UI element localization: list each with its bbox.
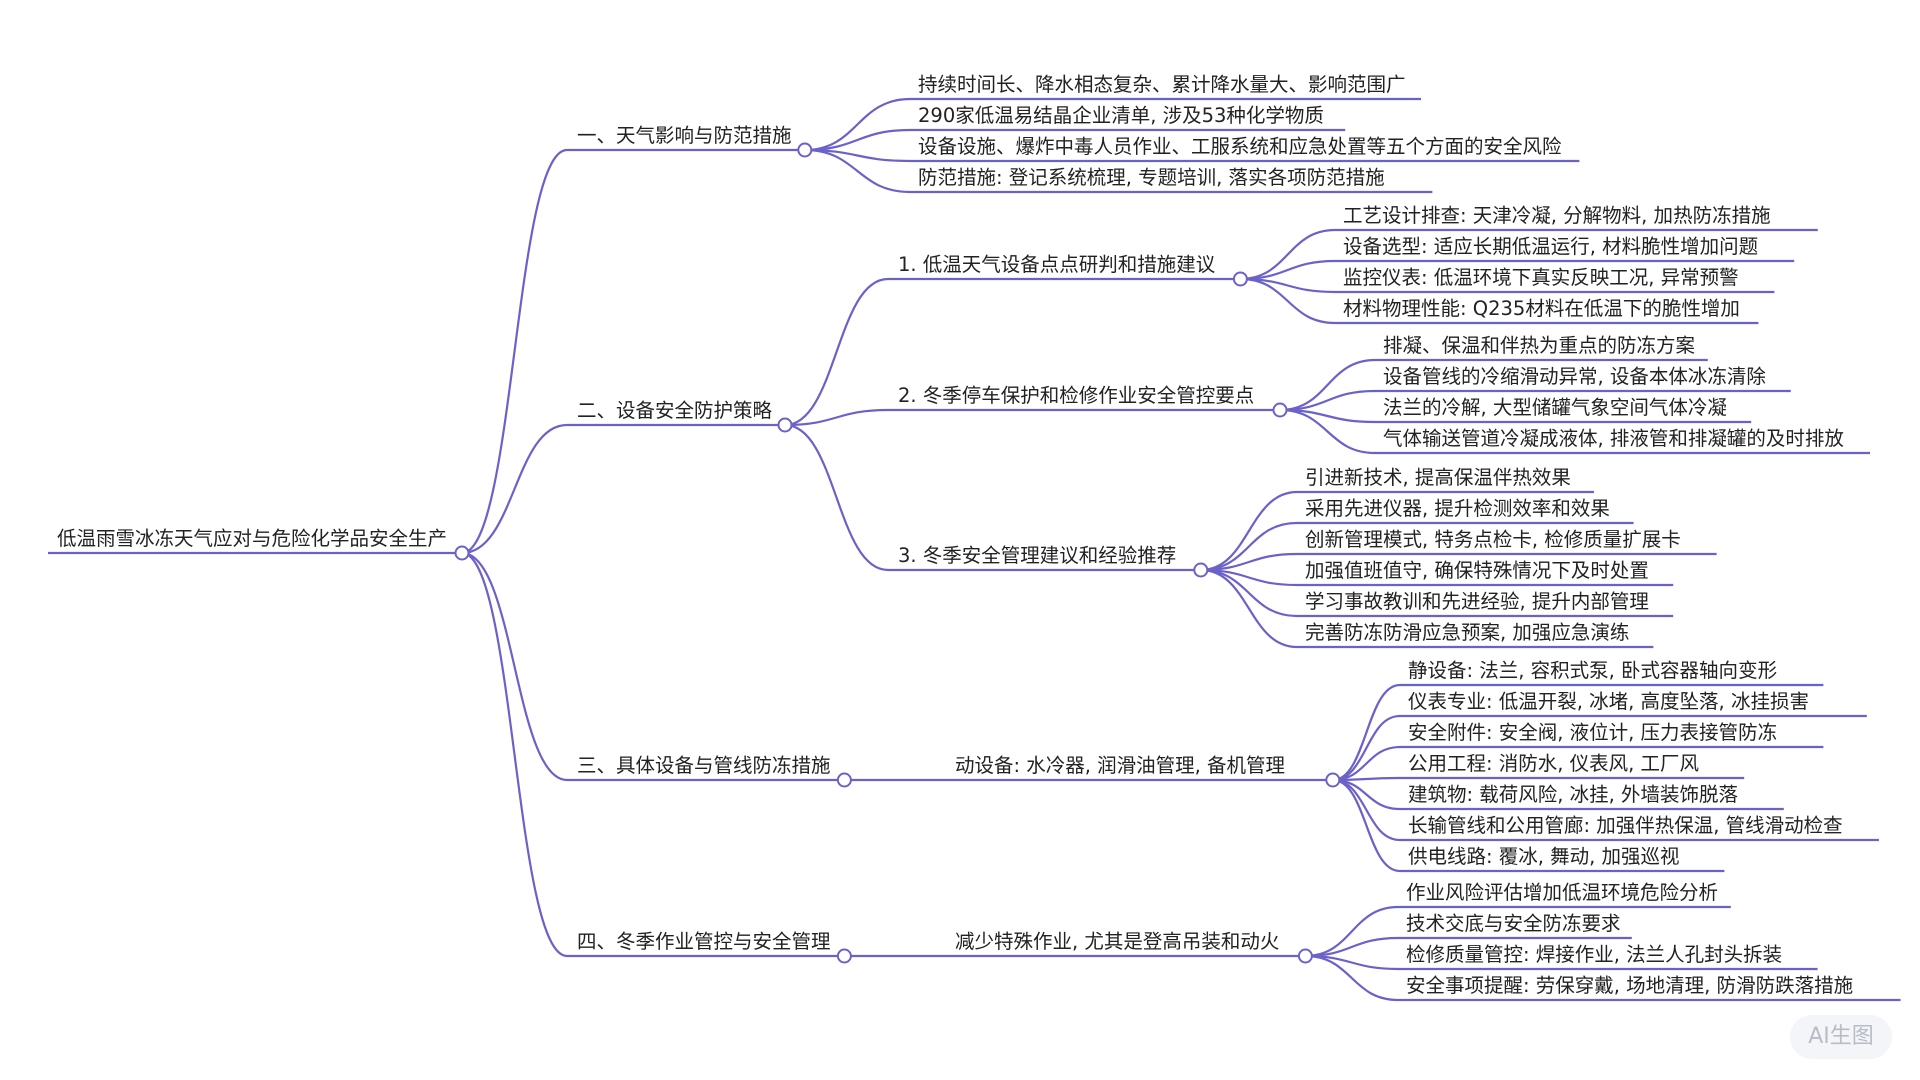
sub-branch-node-dot [1232, 271, 1248, 287]
sub-branch-connector [784, 408, 889, 427]
branch-connector [461, 551, 568, 958]
leaf-node-label: 气体输送管道冷凝成液体, 排液管和排凝罐的及时排放 [1383, 427, 1844, 450]
leaf-node-label: 监控仪表: 低温环境下真实反映工况, 异常预警 [1343, 266, 1739, 289]
sub-branch-node-label: 动设备: 水冷器, 润滑油管理, 备机管理 [955, 754, 1285, 777]
branch-node-label: 一、天气影响与防范措施 [577, 124, 792, 147]
branch-node-dot [797, 142, 813, 158]
leaf-connector [1200, 521, 1298, 572]
leaf-connector [804, 148, 911, 194]
leaf-connector [1279, 358, 1376, 412]
branch-connector [461, 148, 568, 555]
leaf-node-label: 防范措施: 登记系统梳理, 专题培训, 落实各项防范措施 [918, 166, 1385, 189]
sub-branch-node-label: 2. 冬季停车保护和检修作业安全管控要点 [898, 384, 1254, 407]
leaf-node-label: 设备设施、爆炸中毒人员作业、工服系统和应急处置等五个方面的安全风险 [918, 135, 1562, 158]
sub-branch-node-label: 3. 冬季安全管理建议和经验推荐 [898, 544, 1176, 567]
leaf-node-label: 安全事项提醒: 劳保穿戴, 场地清理, 防滑防跌落措施 [1406, 974, 1853, 997]
leaf-connector [1305, 905, 1399, 958]
leaf-node-label: 引进新技术, 提高保温伴热效果 [1305, 466, 1571, 489]
leaf-node-label: 完善防冻防滑应急预案, 加强应急演练 [1305, 621, 1629, 644]
leaf-node-label: 采用先进仪器, 提升检测效率和效果 [1305, 497, 1610, 520]
sub-branch-node-label: 1. 低温天气设备点点研判和措施建议 [898, 253, 1216, 276]
sub-branch-connector [784, 277, 889, 427]
sub-branch-node-dot [1193, 562, 1209, 578]
sub-branch-node-dot [1297, 948, 1313, 964]
leaf-node-label: 静设备: 法兰, 容积式泵, 卧式容器轴向变形 [1408, 659, 1777, 682]
leaf-node-label: 持续时间长、降水相态复杂、累计降水量大、影响范围广 [918, 73, 1406, 96]
leaf-node-label: 检修质量管控: 焊接作业, 法兰人孔封头拆装 [1406, 943, 1782, 966]
leaf-node-label: 公用工程: 消防水, 仪表风, 工厂风 [1408, 752, 1699, 775]
leaf-connector [1332, 683, 1401, 782]
branch-connector [461, 551, 568, 782]
leaf-connector [1332, 714, 1401, 782]
leaf-node-label: 安全附件: 安全阀, 液位计, 压力表接管防冻 [1408, 721, 1777, 744]
leaf-node-label: 作业风险评估增加低温环境危险分析 [1406, 881, 1718, 904]
leaf-node-label: 设备选型: 适应长期低温运行, 材料脆性增加问题 [1343, 235, 1758, 258]
leaf-connector [1332, 745, 1401, 782]
leaf-node-label: 创新管理模式, 特务点检卡, 检修质量扩展卡 [1305, 528, 1681, 551]
branch-connector [461, 423, 568, 555]
leaf-node-label: 材料物理性能: Q235材料在低温下的脆性增加 [1343, 297, 1740, 320]
sub-branch-connector [784, 423, 889, 572]
leaf-connector [804, 128, 911, 152]
branch-node-dot [836, 948, 852, 964]
root-node-label: 低温雨雪冰冻天气应对与危险化学品安全生产 [57, 527, 447, 550]
branch-node-label: 四、冬季作业管控与安全管理 [577, 930, 831, 953]
leaf-connector [1240, 228, 1336, 281]
leaf-connector [1332, 778, 1401, 842]
leaf-connector [1279, 408, 1376, 455]
sub-branch-node-dot [1325, 772, 1341, 788]
leaf-node-label: 技术交底与安全防冻要求 [1406, 912, 1621, 935]
leaf-node-label: 建筑物: 载荷风险, 冰挂, 外墙装饰脱落 [1408, 783, 1738, 806]
sub-branch-node-dot [1272, 402, 1288, 418]
leaf-node-label: 排凝、保温和伴热为重点的防冻方案 [1383, 334, 1695, 357]
leaf-node-label: 供电线路: 覆冰, 舞动, 加强巡视 [1408, 845, 1680, 868]
leaf-connector [1240, 277, 1336, 325]
leaf-connector [1305, 954, 1399, 1002]
leaf-connector [1332, 778, 1401, 873]
leaf-connector [804, 97, 911, 152]
leaf-node-label: 仪表专业: 低温开裂, 冰堵, 高度坠落, 冰挂损害 [1408, 690, 1809, 713]
leaf-node-label: 学习事故教训和先进经验, 提升内部管理 [1305, 590, 1649, 613]
leaf-node-label: 法兰的冷解, 大型储罐气象空间气体冷凝 [1383, 396, 1727, 419]
sub-branch-node-label: 减少特殊作业, 尤其是登高吊装和动火 [955, 930, 1279, 953]
root-node-dot [454, 545, 470, 561]
leaf-connector [1200, 568, 1298, 649]
leaf-connector [1200, 490, 1298, 572]
branch-node-label: 三、具体设备与管线防冻措施 [577, 754, 831, 777]
branch-node-dot [777, 417, 793, 433]
ai-generated-badge: AI生图 [1790, 1015, 1892, 1059]
leaf-node-label: 工艺设计排查: 天津冷凝, 分解物料, 加热防冻措施 [1343, 204, 1771, 227]
branch-node-dot [836, 772, 852, 788]
leaf-node-label: 加强值班值守, 确保特殊情况下及时处置 [1305, 559, 1649, 582]
leaf-node-label: 290家低温易结晶企业清单, 涉及53种化学物质 [918, 104, 1324, 127]
leaf-node-label: 长输管线和公用管廊: 加强伴热保温, 管线滑动检查 [1408, 814, 1843, 837]
branch-node-label: 二、设备安全防护策略 [577, 399, 773, 422]
leaf-node-label: 设备管线的冷缩滑动异常, 设备本体冰冻清除 [1383, 365, 1766, 388]
